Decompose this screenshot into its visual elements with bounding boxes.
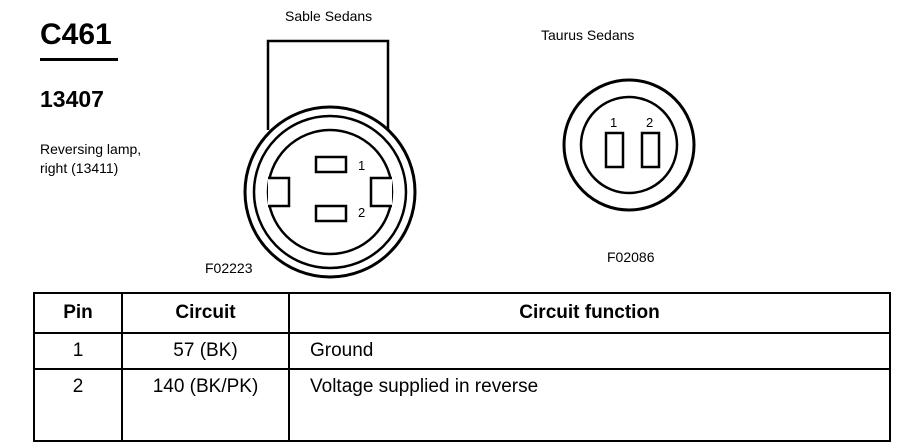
taurus-terminal-1 (604, 131, 625, 169)
cell-circuit: 57 (BK) (121, 332, 290, 370)
table-row: 1 57 (BK) Ground (33, 332, 891, 370)
pin-table-header-row: Pin Circuit Circuit function (33, 292, 891, 334)
sable-left-key (268, 176, 291, 208)
sable-harness-housing (266, 39, 390, 130)
sable-figure-code: F02223 (205, 260, 253, 276)
cell-pin: 1 (33, 332, 123, 370)
taurus-outer-ring (562, 78, 696, 212)
description-line-1: Reversing lamp, (40, 141, 142, 157)
sable-inner-ring (252, 114, 408, 270)
sable-pin-label-2: 2 (358, 205, 365, 220)
sable-terminal-2 (314, 204, 348, 223)
pin-table: Pin Circuit Circuit function 1 57 (BK) G… (33, 292, 891, 442)
sable-terminal-1 (314, 155, 348, 174)
sable-connector (243, 39, 417, 279)
sable-outer-ring (243, 105, 417, 279)
part-number: 13407 (40, 86, 104, 112)
taurus-inner-ring (579, 95, 679, 195)
cell-function: Voltage supplied in reverse (288, 368, 891, 442)
cell-function: Ground (288, 332, 891, 370)
table-row: 2 140 (BK/PK) Voltage supplied in revers… (33, 368, 891, 442)
taurus-connector (562, 78, 696, 212)
sable-pin-label-1: 1 (358, 158, 365, 173)
taurus-title: Taurus Sedans (541, 27, 635, 43)
connector-description: Reversing lamp, right (13411) (40, 140, 141, 178)
header-circuit-function: Circuit function (288, 292, 891, 334)
header-pin: Pin (33, 292, 123, 334)
description-line-2: right (13411) (40, 160, 119, 176)
connector-id: C461 (40, 18, 112, 51)
connector-diagrams: 1 2 1 2 (243, 39, 696, 279)
header-circuit: Circuit (121, 292, 290, 334)
taurus-figure-code: F02086 (607, 249, 655, 265)
taurus-pin-label-2: 2 (646, 115, 653, 130)
taurus-pin-label-1: 1 (610, 115, 617, 130)
sable-title: Sable Sedans (285, 8, 373, 24)
cell-circuit: 140 (BK/PK) (121, 368, 290, 442)
connector-id-underline (40, 58, 118, 61)
sable-right-key (369, 176, 392, 208)
cell-pin: 2 (33, 368, 123, 442)
taurus-terminal-2 (640, 131, 661, 169)
